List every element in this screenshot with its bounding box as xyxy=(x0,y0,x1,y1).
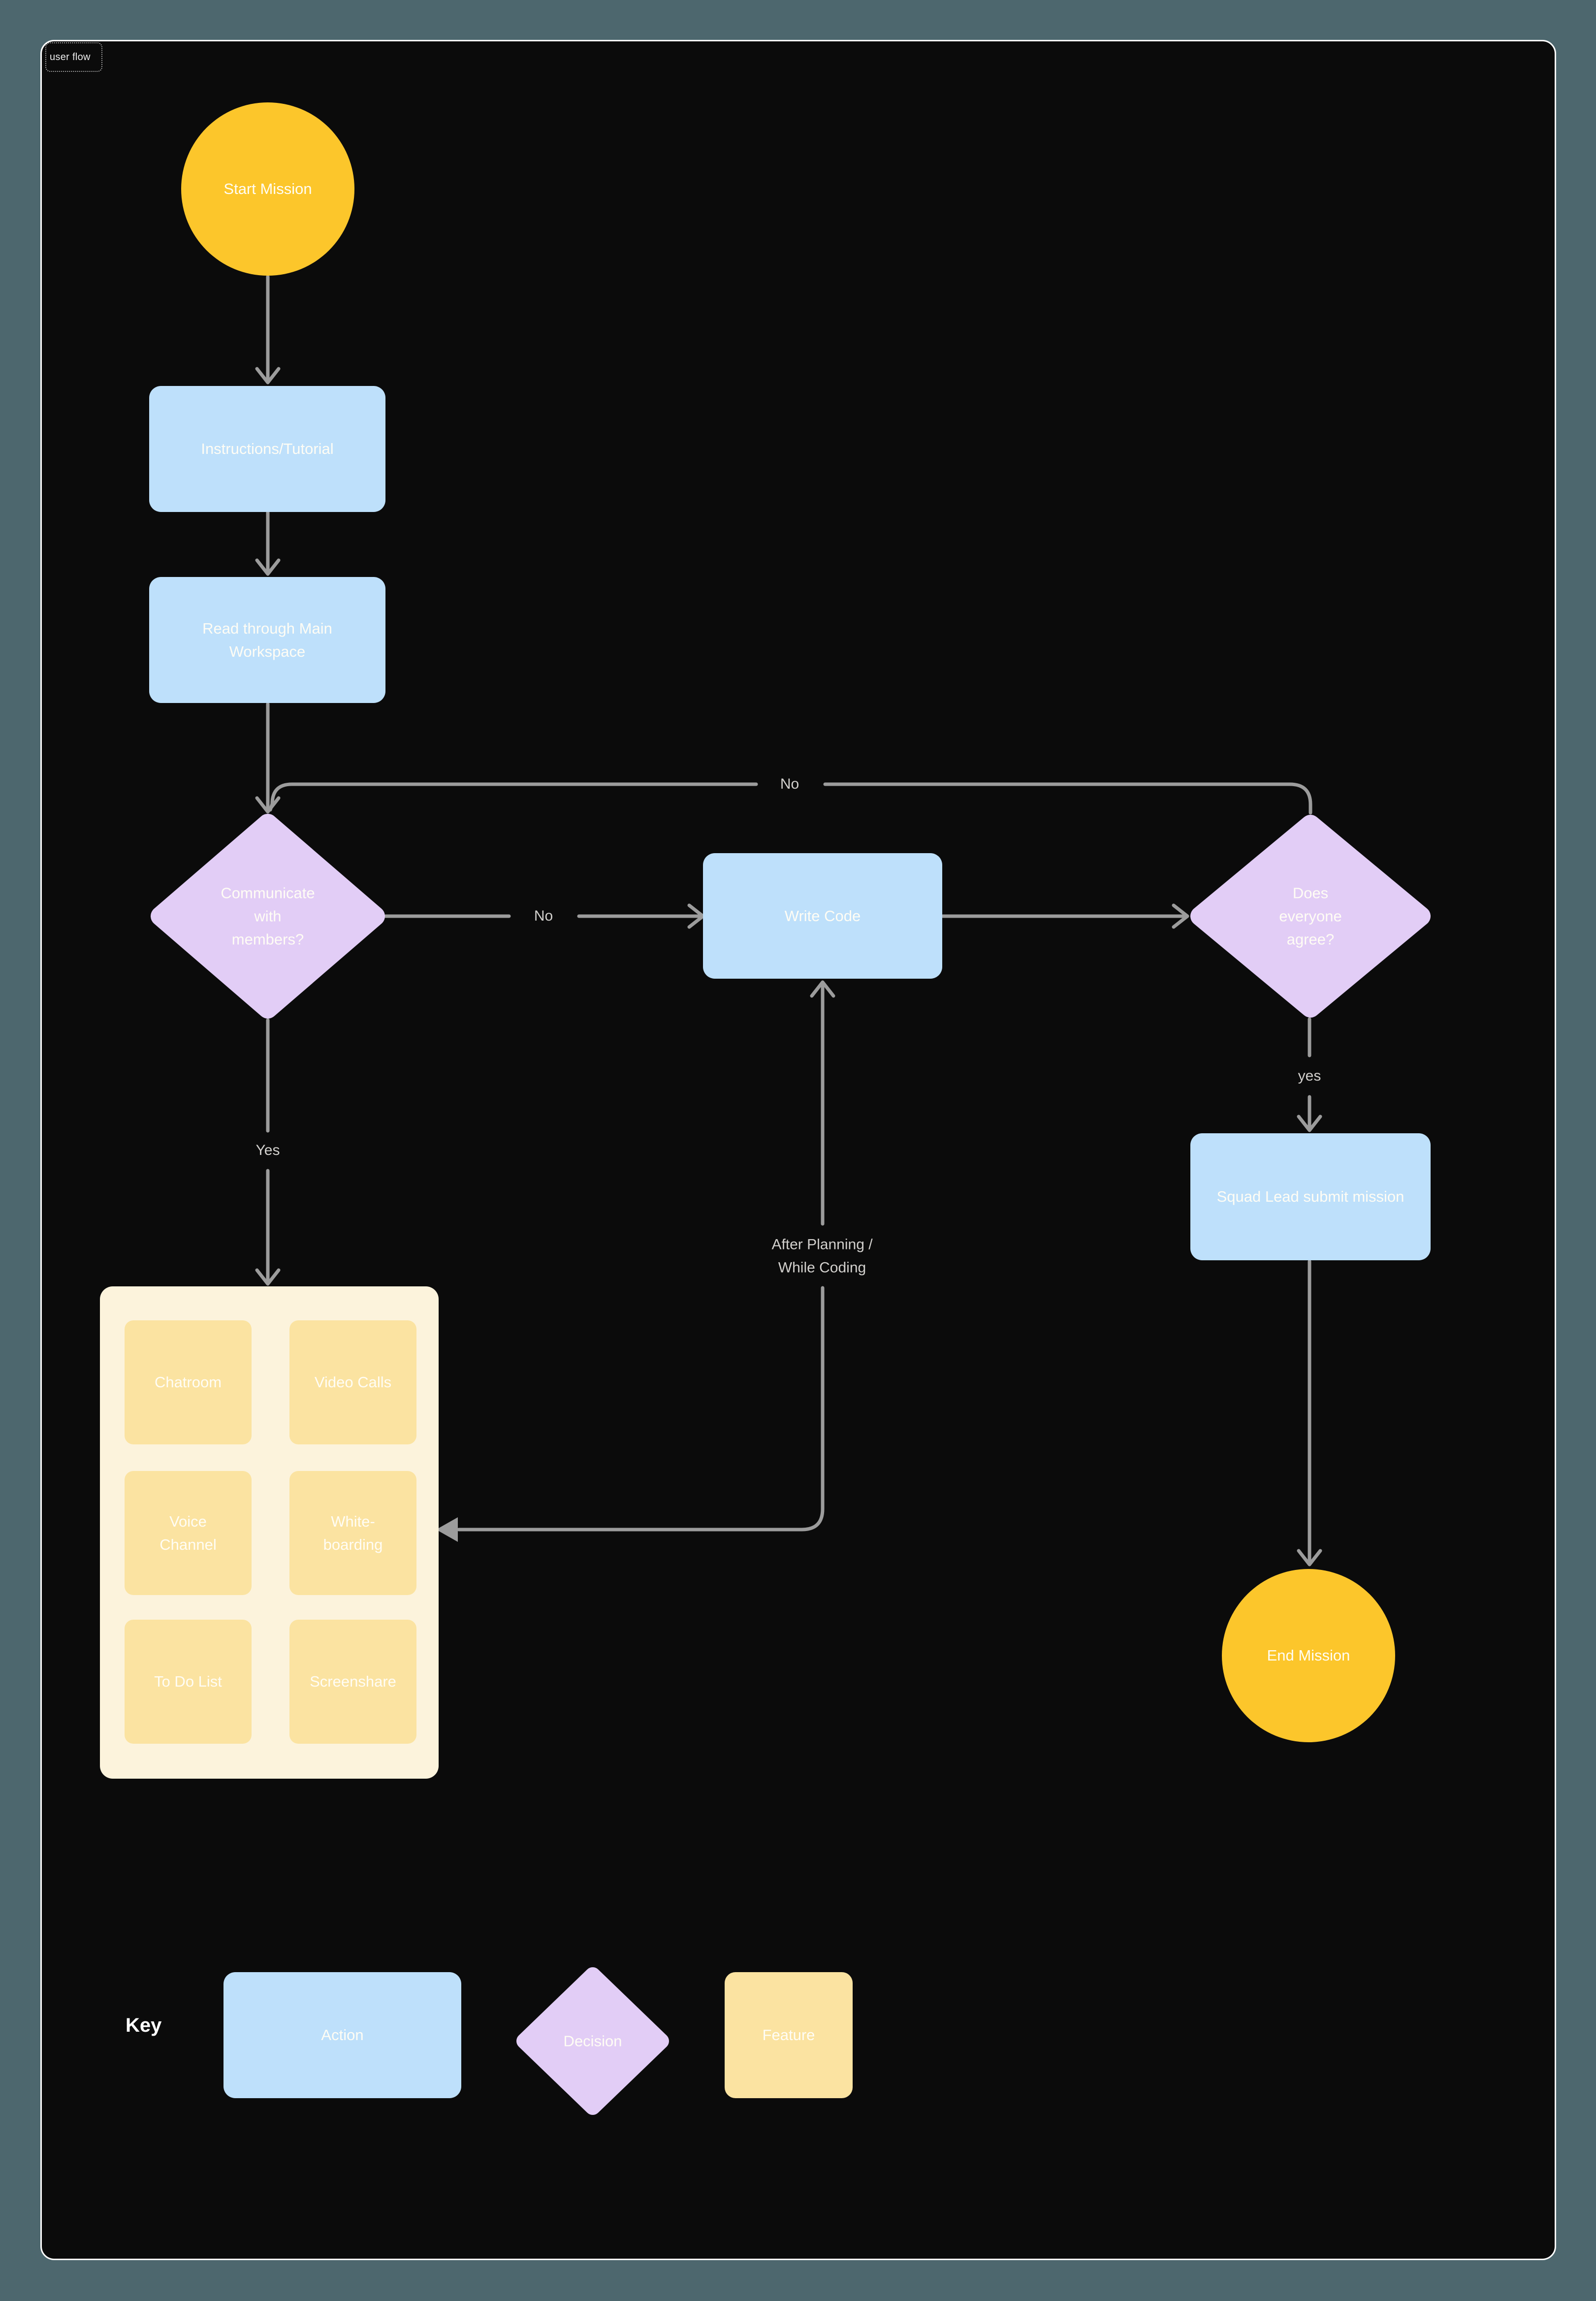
node-start-mission[interactable]: Start Mission xyxy=(181,102,354,276)
node-label: Instructions/Tutorial xyxy=(201,440,334,458)
key-action-sample[interactable]: Action xyxy=(223,1972,461,2098)
node-label: Start Mission xyxy=(223,180,312,198)
feature-voice-channel[interactable]: Voice Channel xyxy=(125,1471,252,1595)
key-decision-sample[interactable] xyxy=(516,1967,669,2115)
feature-label: Voice Channel xyxy=(160,1512,217,1553)
feature-screenshare[interactable]: Screenshare xyxy=(289,1620,416,1744)
feature-label: White- boarding xyxy=(323,1512,383,1553)
feature-to-do-list[interactable]: To Do List xyxy=(125,1620,252,1744)
feature-label: Screenshare xyxy=(310,1673,396,1691)
edge-features-to-writecode[interactable] xyxy=(457,983,825,1532)
feature-label: To Do List xyxy=(154,1673,222,1691)
arrowhead-left-filled-icon xyxy=(436,1517,458,1542)
key-feature-sample[interactable]: Feature xyxy=(725,1972,853,2098)
node-squad-lead-submit[interactable]: Squad Lead submit mission xyxy=(1190,1133,1431,1260)
feature-label: Chatroom xyxy=(154,1374,222,1391)
node-instructions-tutorial[interactable]: Instructions/Tutorial xyxy=(149,386,385,512)
arrowhead-right-icon xyxy=(1172,903,1189,929)
node-label: End Mission xyxy=(1267,1647,1350,1664)
frame-name-label[interactable]: user flow xyxy=(50,51,91,63)
node-end-mission[interactable]: End Mission xyxy=(1222,1569,1395,1742)
edge-label-yes[interactable]: Yes xyxy=(255,1142,280,1158)
feature-whiteboarding[interactable]: White- boarding xyxy=(289,1471,416,1595)
edge-label-no-feedback[interactable]: No xyxy=(780,775,799,792)
key-label: Action xyxy=(321,2026,364,2044)
arrowhead-down-icon xyxy=(255,558,281,576)
node-label: Squad Lead submit mission xyxy=(1216,1188,1404,1206)
key-title[interactable]: Key xyxy=(126,2014,162,2036)
arrowhead-down-icon xyxy=(255,367,281,384)
node-communicate-with-members[interactable] xyxy=(151,814,385,1019)
frame-label-selection-outline xyxy=(45,42,102,72)
key-label: Feature xyxy=(762,2026,815,2044)
arrowhead-down-icon xyxy=(1297,1115,1322,1132)
node-label: Write Code xyxy=(784,907,861,925)
edge-label-after-planning[interactable]: After Planning / While Coding xyxy=(771,1236,873,1276)
feature-video-calls[interactable]: Video Calls xyxy=(289,1320,416,1444)
feature-chatroom[interactable]: Chatroom xyxy=(125,1320,252,1444)
arrowhead-down-icon xyxy=(255,796,281,814)
arrowhead-down-icon xyxy=(255,1268,281,1286)
node-write-code[interactable]: Write Code xyxy=(703,853,942,979)
edge-label-yes-lower[interactable]: yes xyxy=(1298,1067,1321,1084)
arrowhead-down-icon xyxy=(1297,1549,1322,1566)
arrowhead-up-icon xyxy=(810,980,835,998)
node-label: Read through Main Workspace xyxy=(202,619,332,660)
edge-label-no[interactable]: No xyxy=(534,907,553,924)
node-read-main-workspace[interactable]: Read through Main Workspace xyxy=(149,577,385,703)
node-does-everyone-agree[interactable] xyxy=(1190,815,1431,1018)
edge-agree-no-feedback[interactable] xyxy=(268,782,1312,815)
feature-label: Video Calls xyxy=(314,1374,392,1391)
